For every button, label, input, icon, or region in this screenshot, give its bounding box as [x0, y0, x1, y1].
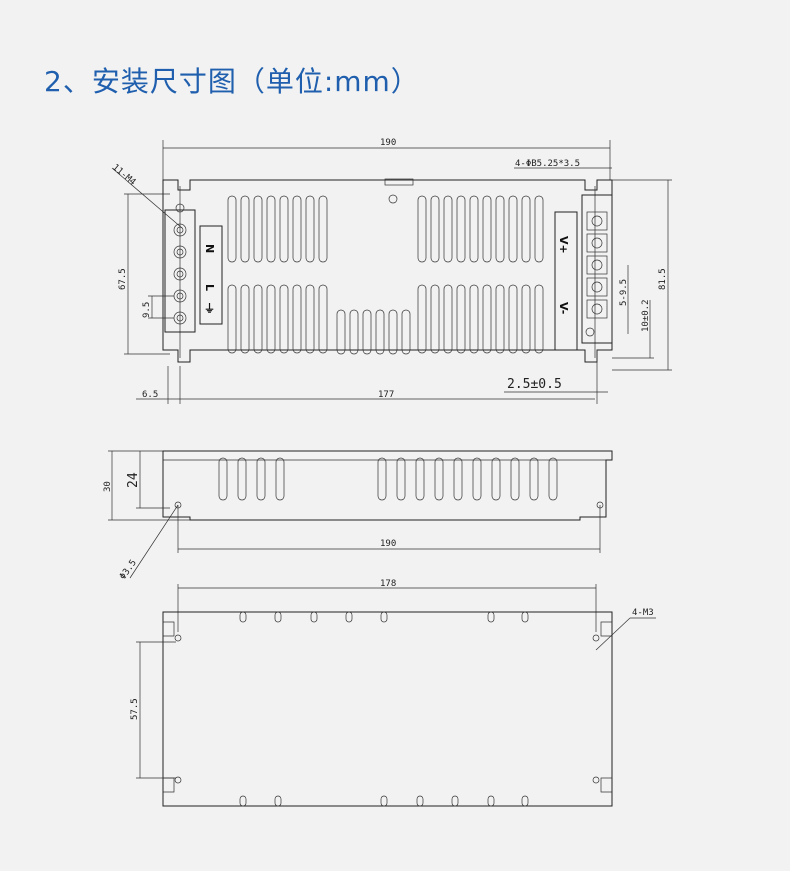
dim-height-right: 81.5	[658, 268, 668, 290]
dim-side-inner: 24	[126, 472, 141, 488]
top-view: 190 4-ΦB5.25*3.5 11-M4 N L ⏚ 67.5 9.5	[110, 138, 672, 404]
dim-offset: 6.5	[142, 390, 158, 400]
dim-hole: Φ3.5	[118, 558, 139, 582]
dim-pitch: 9.5	[142, 302, 152, 318]
dim-spacing: 57.5	[130, 698, 140, 720]
dim-inner: 177	[378, 390, 394, 400]
dim-side-height: 30	[103, 481, 113, 492]
bottom-view: 178 4-M3 57.5	[130, 579, 656, 807]
dim-height-left: 67.5	[118, 268, 128, 290]
dim-width: 190	[380, 138, 396, 148]
dim-holes: 4-M3	[632, 608, 654, 618]
ground-icon: ⏚	[204, 302, 215, 315]
dim-bottom-length: 178	[380, 579, 396, 589]
dim-2-5: 2.5±0.5	[507, 377, 562, 392]
dim-screw: 11-M4	[110, 163, 137, 188]
dim-side-length: 190	[380, 539, 396, 549]
terminal-l: L	[203, 284, 216, 291]
dim-5-9-5: 5-9.5	[619, 279, 629, 306]
terminal-v-plus: V+	[557, 236, 570, 254]
terminal-n: N	[203, 244, 216, 253]
page-title: 2、安装尺寸图（单位:mm）	[44, 65, 420, 98]
side-view: 30 24 Φ3.5 190	[103, 450, 613, 582]
terminal-v-minus: V-	[557, 302, 570, 314]
dim-10: 10±0.2	[641, 299, 651, 332]
dim-mount-holes: 4-ΦB5.25*3.5	[515, 159, 580, 169]
